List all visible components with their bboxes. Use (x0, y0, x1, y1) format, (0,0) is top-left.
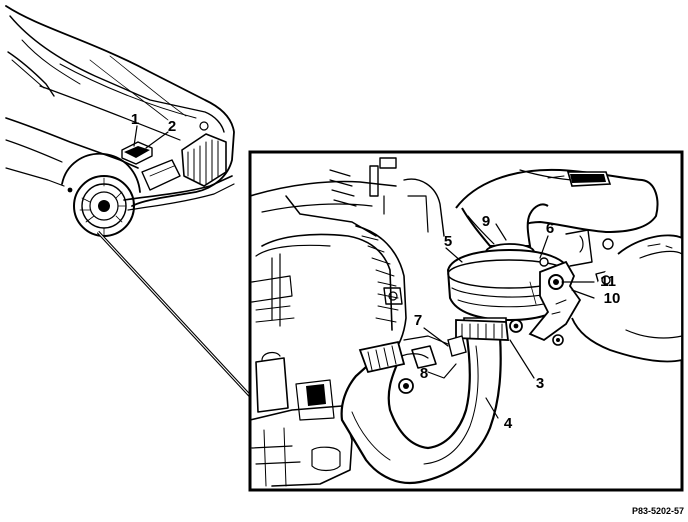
callout-3: 3 (536, 375, 544, 392)
callout-7: 7 (414, 312, 422, 329)
callout-11: 11 (600, 273, 616, 290)
callout-6: 6 (546, 220, 554, 237)
callout-4: 4 (504, 415, 513, 432)
reference-code: P83-5202-57 (632, 506, 684, 516)
callout-labels: 1 2 3 4 5 6 7 8 9 10 11 (131, 111, 621, 432)
callout-5: 5 (444, 233, 452, 250)
callout-2: 2 (168, 118, 176, 135)
detail-inset (248, 150, 684, 492)
callout-8: 8 (420, 365, 428, 382)
callout-9: 9 (482, 213, 490, 230)
callout-10: 10 (604, 290, 621, 307)
car-overview (5, 5, 235, 237)
callout-1: 1 (131, 111, 139, 128)
